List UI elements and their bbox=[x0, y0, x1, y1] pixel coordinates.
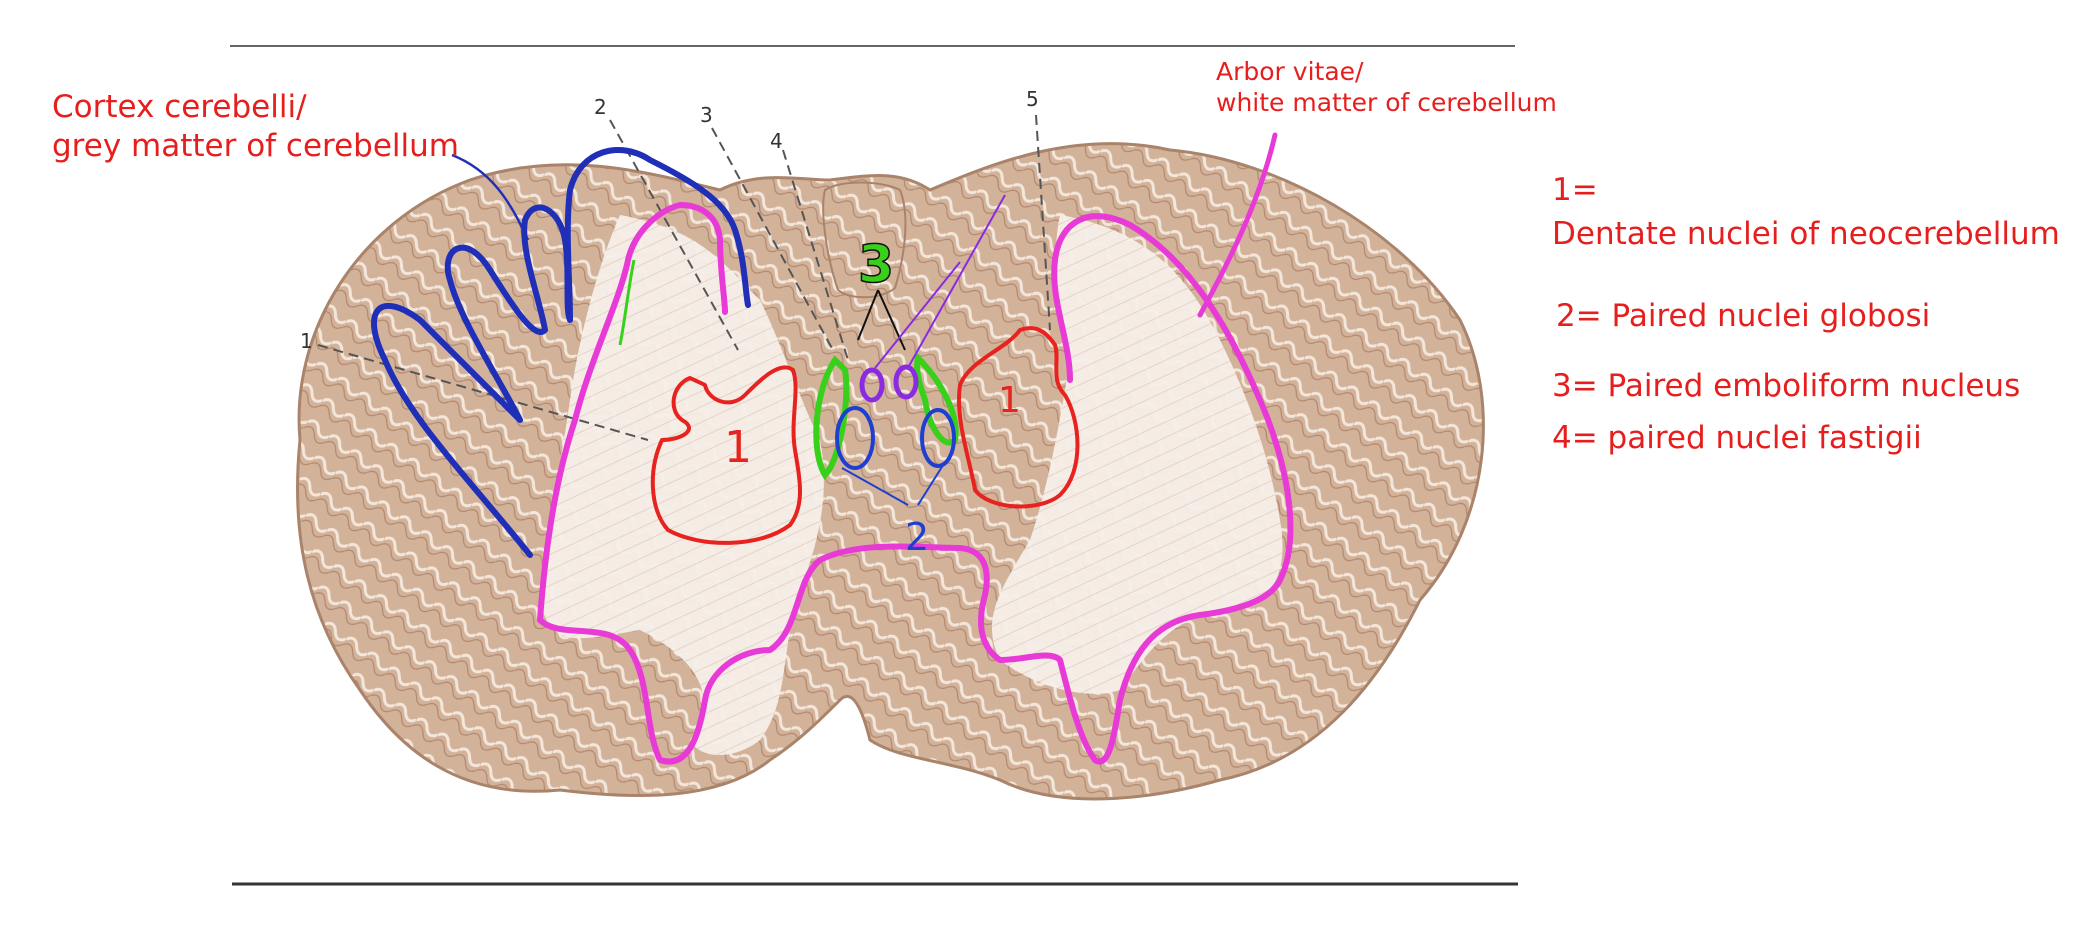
legend-item-3: 3= Paired emboliform nucleus bbox=[1552, 368, 2021, 404]
figure-number-2: 2 bbox=[594, 95, 607, 119]
grey-matter-leader bbox=[451, 153, 530, 241]
fastigial-nucleus-right bbox=[893, 364, 919, 400]
figure-number-5: 5 bbox=[1026, 87, 1039, 111]
fastigial-nucleus-left bbox=[859, 367, 885, 403]
emboliform-small-mark bbox=[618, 259, 636, 346]
globose-nucleus-right bbox=[920, 408, 956, 468]
dentate-mark-left: 1 bbox=[724, 422, 752, 473]
cortex-label-line1: Cortex cerebelli/ bbox=[52, 89, 307, 125]
figure-number-leaders bbox=[317, 114, 1051, 441]
globose-nucleus-left bbox=[835, 406, 875, 470]
legend-item-2: 2= Paired nuclei globosi bbox=[1556, 298, 1931, 334]
legend-item-4: 4= paired nuclei fastigii bbox=[1552, 420, 1922, 456]
emboliform-mark: 3 bbox=[858, 235, 894, 295]
arbor-label-line1: Arbor vitae/ bbox=[1216, 57, 1364, 86]
white-matter-left bbox=[540, 215, 824, 755]
globose-mark: 2 bbox=[905, 515, 929, 559]
globose-leaders bbox=[841, 461, 946, 506]
emboliform-leaders bbox=[857, 289, 906, 351]
cortex-cerebelli-label: Cortex cerebelli/ grey matter of cerebel… bbox=[52, 88, 459, 166]
cortex-label-line2: grey matter of cerebellum bbox=[52, 127, 459, 164]
emboliform-nucleus-left bbox=[813, 355, 850, 480]
figure-number-1: 1 bbox=[300, 329, 313, 353]
figure-number-3: 3 bbox=[700, 103, 713, 127]
dentate-nucleus-left-outline bbox=[650, 365, 802, 545]
arbor-vitae-leader bbox=[1197, 132, 1278, 318]
white-matter-outline bbox=[537, 202, 1294, 765]
legend-item-1-text: Dentate nuclei of neocerebellum bbox=[1552, 216, 2060, 252]
legend-item-1-number: 1= bbox=[1552, 172, 1598, 208]
grey-matter-outline bbox=[371, 147, 751, 558]
figure-number-4: 4 bbox=[770, 129, 783, 153]
dentate-mark-right: 1 bbox=[998, 380, 1021, 421]
emboliform-nucleus-right bbox=[914, 352, 959, 446]
vermis-top bbox=[822, 181, 907, 299]
fastigial-leaders bbox=[874, 194, 1006, 369]
dentate-nucleus-right-outline bbox=[957, 326, 1080, 509]
arbor-vitae-label: Arbor vitae/ white matter of cerebellum bbox=[1216, 56, 1557, 119]
arbor-label-line2: white matter of cerebellum bbox=[1216, 88, 1557, 118]
